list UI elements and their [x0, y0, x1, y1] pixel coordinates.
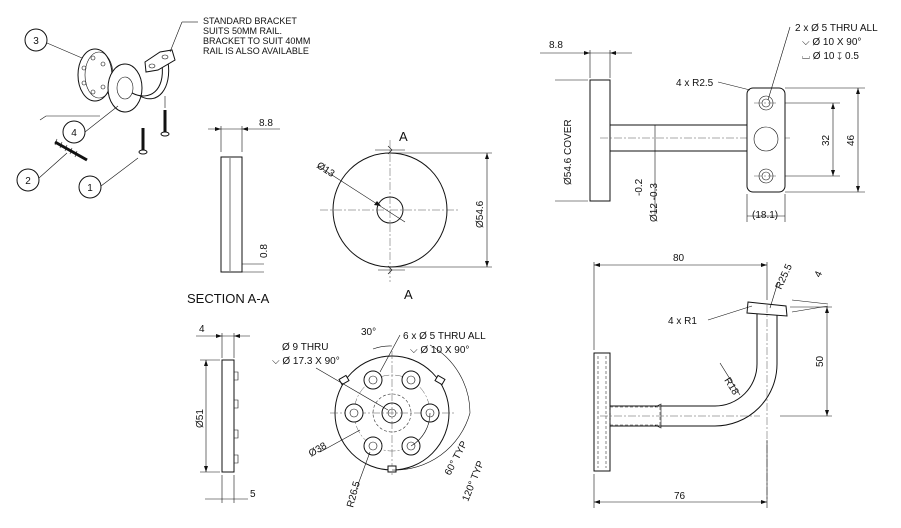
svg-text:32: 32: [821, 134, 832, 146]
svg-text:A: A: [404, 287, 413, 302]
cover-section: [220, 156, 243, 273]
svg-text:8.8: 8.8: [549, 40, 563, 51]
svg-text:⌵ Ø 17.3 X 90°: ⌵ Ø 17.3 X 90°: [272, 356, 340, 367]
leader-2-extra: [39, 115, 100, 121]
balloon-3: 3: [24, 28, 83, 59]
balloon-4: 4: [62, 105, 119, 144]
balloon-1: 1: [78, 157, 139, 199]
balloon-2: 2: [16, 152, 68, 192]
isometric-assembly: [54, 48, 176, 162]
svg-text:5: 5: [250, 489, 256, 500]
svg-text:R26.5: R26.5: [345, 480, 363, 509]
section-a-a-view: 8.8 0.8 SECTION A-A: [187, 118, 280, 306]
svg-text:2: 2: [25, 176, 31, 187]
svg-text:0.8: 0.8: [259, 244, 270, 258]
svg-text:46: 46: [846, 134, 857, 146]
svg-text:R25.5: R25.5: [774, 262, 795, 291]
svg-text:80: 80: [673, 253, 685, 264]
base-edge: [221, 359, 235, 473]
svg-text:SUITS 50MM RAIL.: SUITS 50MM RAIL.: [203, 26, 282, 36]
svg-text:4: 4: [199, 324, 205, 335]
svg-text:Ø13: Ø13: [314, 160, 336, 180]
svg-text:⌵ Ø 10 X 90°: ⌵ Ø 10 X 90°: [802, 37, 861, 48]
svg-text:Ø38: Ø38: [307, 440, 329, 459]
svg-text:4 x R2.5: 4 x R2.5: [676, 78, 714, 89]
cover-iso: [107, 63, 143, 113]
svg-text:⌵ Ø 10 X 90°: ⌵ Ø 10 X 90°: [410, 345, 469, 356]
base-edge-view: 4 Ø51 5: [195, 324, 256, 503]
arm-elevation-view: 80 R25.5 4 4 x R1 R18 50 76: [593, 253, 832, 508]
base-holes: [344, 370, 440, 456]
svg-text:RAIL IS ALSO AVAILABLE: RAIL IS ALSO AVAILABLE: [203, 46, 309, 56]
svg-text:4: 4: [813, 269, 826, 279]
svg-text:Ø51: Ø51: [195, 409, 206, 428]
cover-side: [589, 79, 611, 202]
svg-text:2 x Ø 5 THRU ALL: 2 x Ø 5 THRU ALL: [795, 23, 878, 34]
svg-text:50: 50: [815, 355, 826, 367]
svg-text:BRACKET TO SUIT 40MM: BRACKET TO SUIT 40MM: [203, 36, 310, 46]
svg-text:4: 4: [71, 128, 77, 139]
svg-text:60° TYP: 60° TYP: [443, 439, 470, 477]
svg-text:30°: 30°: [361, 327, 376, 338]
base-plate-elev: [593, 352, 611, 472]
svg-text:120° TYP: 120° TYP: [461, 459, 487, 503]
svg-text:-0.2: -0.2: [634, 178, 645, 196]
bracket-side-view: 8.8 Ø54.6 COVER -0.2 Ø12 -0.3 4 x R2.5 2…: [540, 23, 878, 222]
section-title: SECTION A-A: [187, 291, 270, 306]
svg-text:4 x R1: 4 x R1: [668, 316, 697, 327]
svg-text:76: 76: [674, 491, 686, 502]
bracket-iso: [144, 49, 176, 73]
base-plate-iso: [77, 48, 113, 102]
cover-front-view: A A Ø13 Ø54.6: [314, 129, 492, 302]
bracket-note: STANDARD BRACKET SUITS 50MM RAIL. BRACKE…: [169, 16, 310, 56]
svg-text:R18: R18: [721, 376, 740, 398]
svg-text:1: 1: [87, 183, 93, 194]
svg-text:(18.1): (18.1): [752, 210, 778, 221]
svg-text:Ø54.6: Ø54.6: [475, 200, 486, 228]
svg-text:6 x Ø 5 THRU ALL: 6 x Ø 5 THRU ALL: [403, 331, 486, 342]
svg-text:3: 3: [33, 36, 39, 47]
svg-text:⌴ Ø 10 ↧ 0.5: ⌴ Ø 10 ↧ 0.5: [802, 51, 859, 62]
base-front-view: 30° Ø 9 THRU ⌵ Ø 17.3 X 90° 6 x Ø 5 THRU…: [272, 327, 487, 509]
arm-tube: [610, 310, 778, 427]
svg-text:A: A: [399, 129, 408, 144]
svg-text:8.8: 8.8: [259, 118, 273, 129]
svg-text:STANDARD BRACKET: STANDARD BRACKET: [203, 16, 297, 26]
svg-text:Ø12 -0.3: Ø12 -0.3: [649, 183, 660, 222]
svg-text:Ø54.6 COVER: Ø54.6 COVER: [563, 119, 574, 185]
svg-text:Ø 9 THRU: Ø 9 THRU: [282, 342, 329, 353]
mount-plate-side: [746, 87, 786, 193]
